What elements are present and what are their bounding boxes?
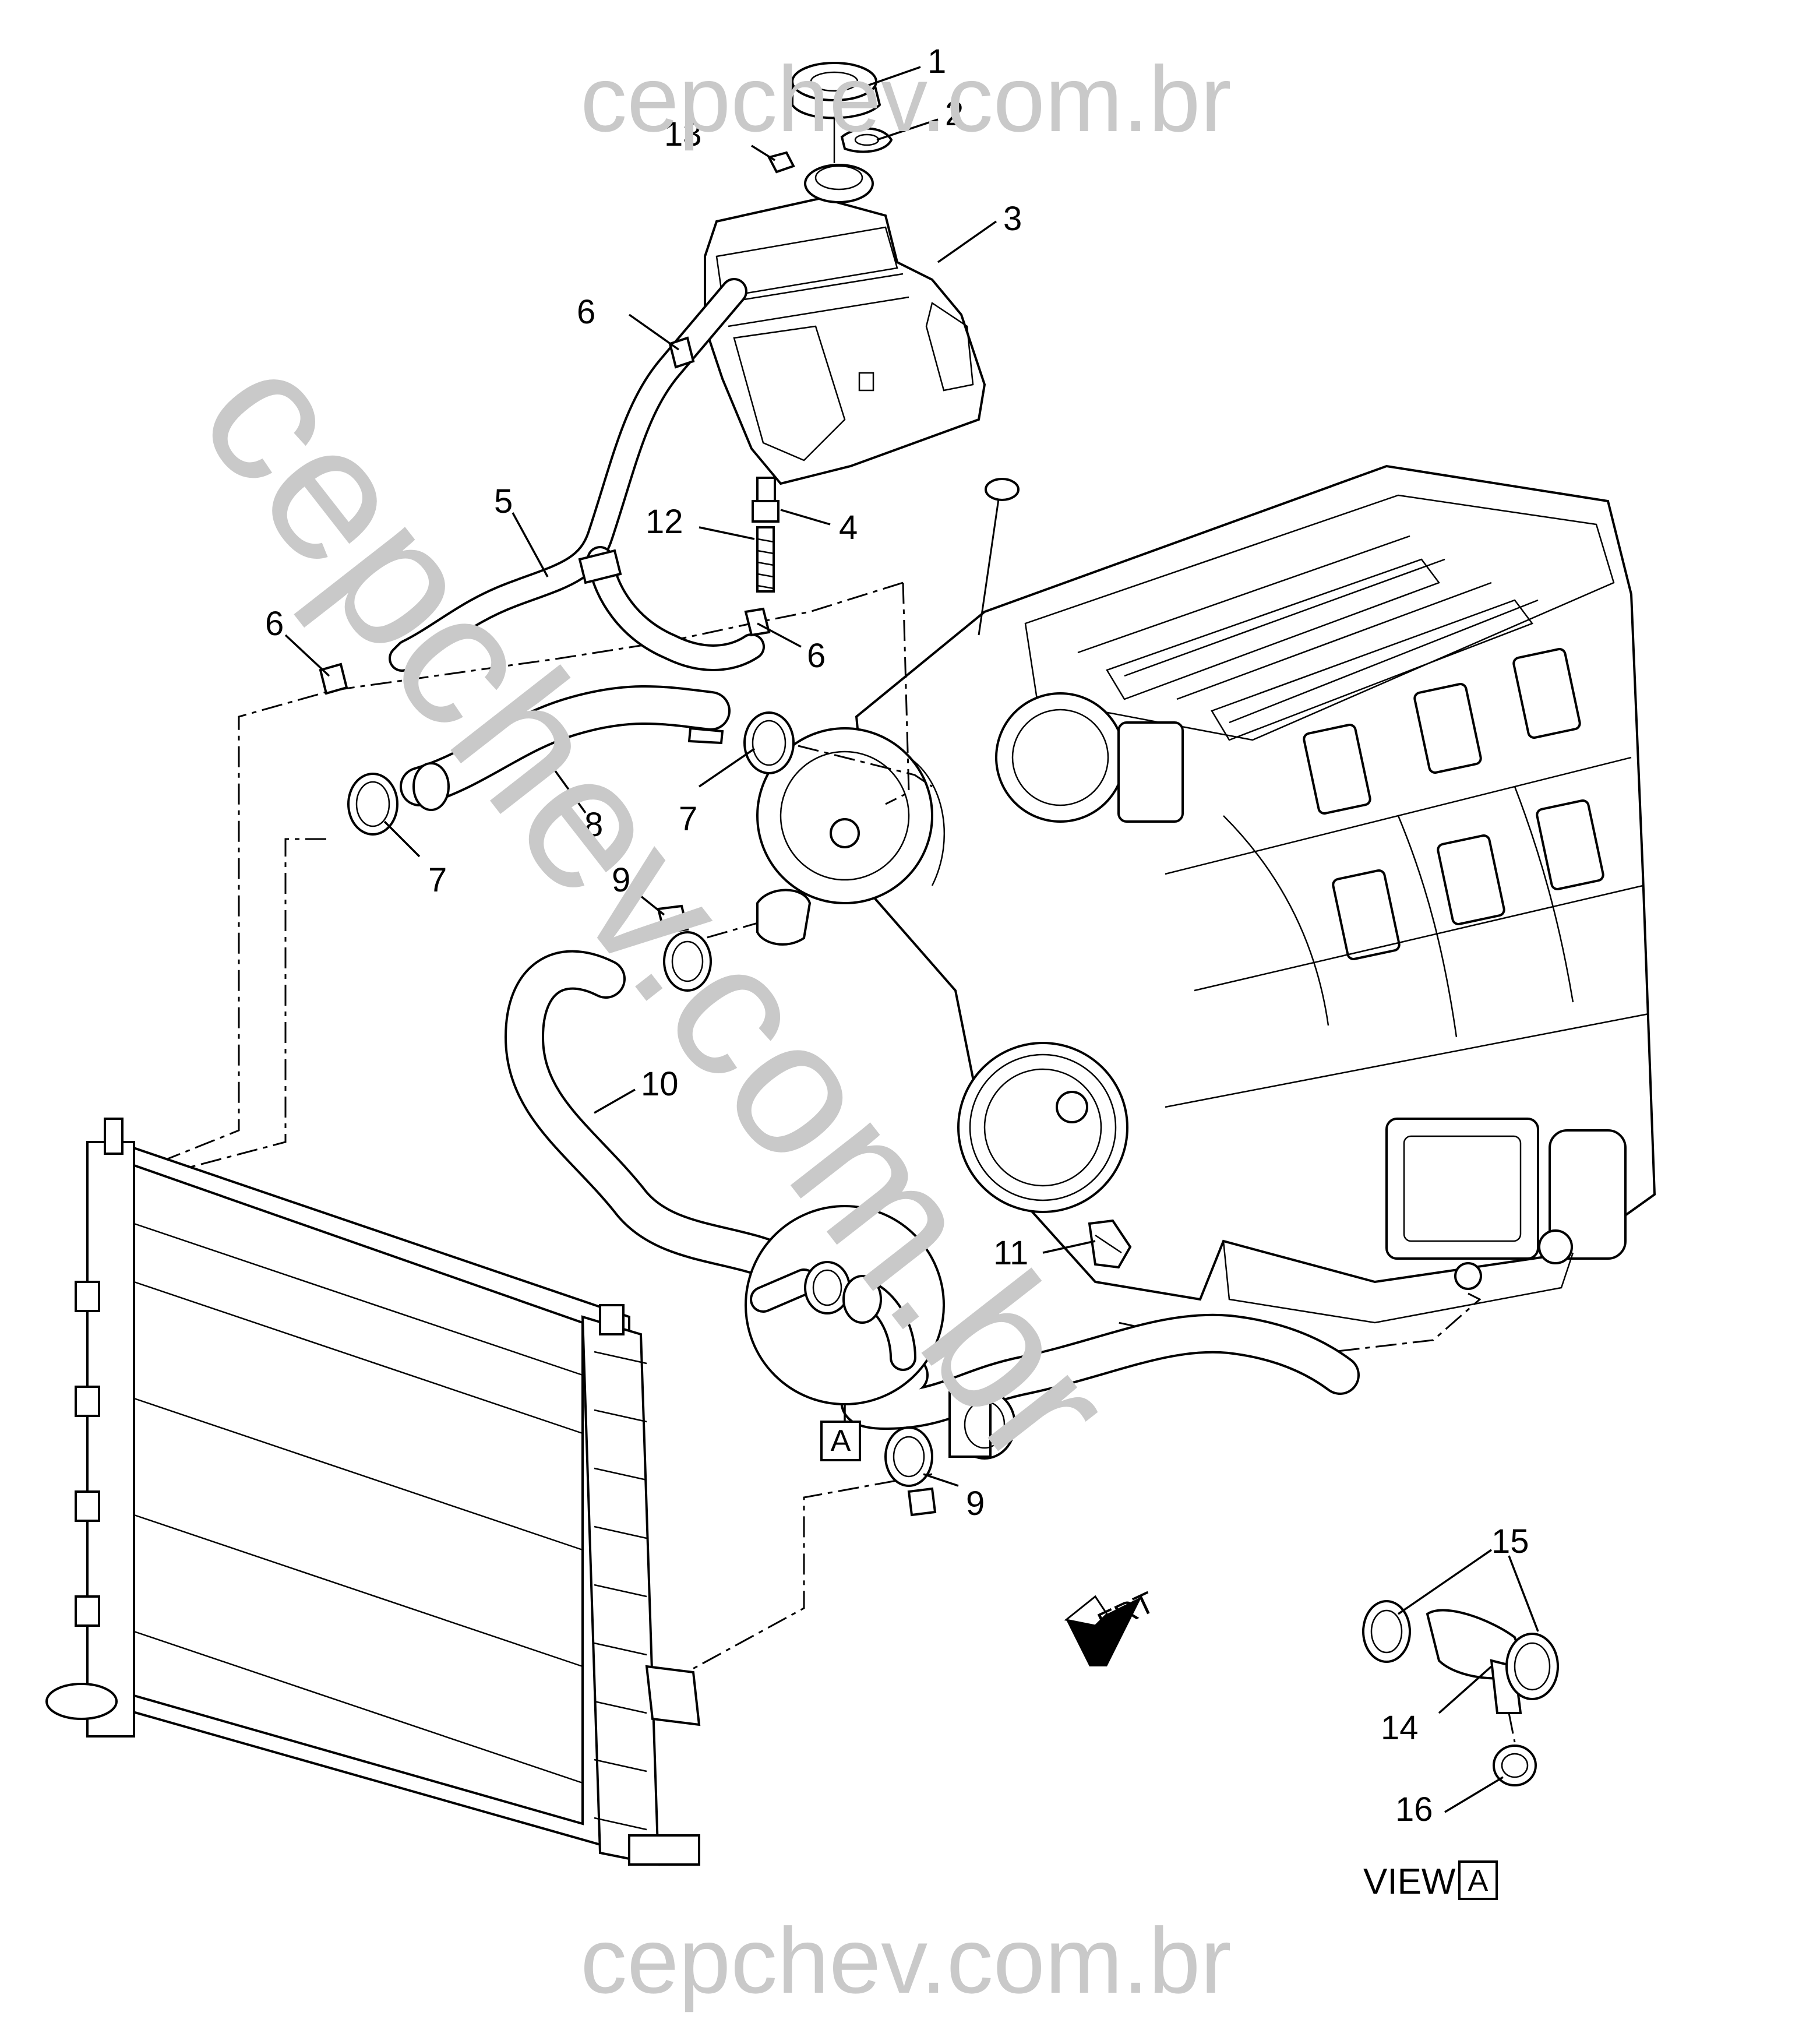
view-a-label: VIEW A — [1363, 1860, 1498, 1902]
watermark-top: cepchev.com.br — [580, 47, 1232, 151]
lower-radiator-hose — [505, 889, 1360, 1460]
callout-7-left: 7 — [428, 861, 447, 899]
callout-13: 13 — [664, 115, 702, 153]
reservoir-hose — [389, 278, 765, 672]
nut — [767, 151, 795, 174]
radiator-cap — [791, 62, 881, 163]
engine-assembly — [756, 464, 1656, 1324]
callout-10: 10 — [641, 1065, 679, 1103]
watermark-bottom: cepchev.com.br — [580, 1908, 1232, 2013]
callout-12: 12 — [646, 503, 683, 541]
callout-9-upper: 9 — [612, 861, 630, 899]
callout-4: 4 — [839, 509, 858, 547]
front-label: FRT — [1093, 1585, 1160, 1641]
callout-8: 8 — [584, 806, 603, 844]
callout-6-right: 6 — [807, 637, 826, 675]
detail-view-circle: A — [745, 1205, 945, 1461]
view-letter: A — [1468, 1864, 1489, 1898]
callout-2: 2 — [945, 95, 964, 133]
callout-14: 14 — [1381, 1709, 1419, 1747]
callout-15: 15 — [1491, 1523, 1529, 1560]
upper-radiator-hose — [400, 685, 731, 811]
callout-7-right: 7 — [679, 800, 697, 838]
callout-9-lower: 9 — [966, 1485, 985, 1523]
coolant-reservoir — [704, 164, 986, 514]
radiator — [45, 1118, 701, 1866]
callout-labels: 1 2 3 4 5 6 6 6 7 7 8 9 9 10 11 12 13 14… — [265, 43, 1529, 1828]
callout-6-reservoir: 6 — [577, 293, 595, 331]
view-word: VIEW — [1363, 1862, 1456, 1902]
callout-16: 16 — [1395, 1791, 1433, 1828]
hose-clamp-small — [319, 336, 771, 695]
mounting-bolt — [752, 500, 780, 593]
detail-marker-letter: A — [831, 1424, 851, 1458]
callout-leaders — [284, 66, 1539, 1813]
callout-11: 11 — [993, 1234, 1028, 1272]
hose-clamp-large — [347, 711, 795, 836]
front-direction-arrow: FRT — [1064, 1585, 1160, 1666]
callout-6-left: 6 — [265, 605, 284, 643]
view-a-assembly — [1362, 1600, 1559, 1786]
hose-retainer-clip — [1088, 1219, 1132, 1269]
cap-seal — [840, 127, 893, 153]
hose-clamp-lower — [657, 904, 937, 1517]
callout-1: 1 — [927, 43, 946, 80]
callout-5: 5 — [494, 482, 513, 520]
callout-3: 3 — [1003, 200, 1022, 238]
